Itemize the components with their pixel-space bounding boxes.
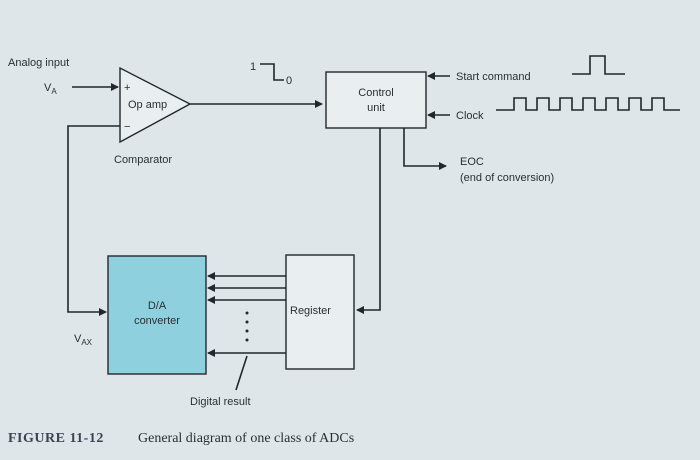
va-label: VA <box>44 82 57 96</box>
figure-caption: General diagram of one class of ADCs <box>138 431 354 446</box>
analog-input-label: Analog input <box>8 57 69 69</box>
control-to-register-wire <box>356 128 381 314</box>
eoc-description: (end of conversion) <box>460 172 554 184</box>
control-unit-box <box>325 71 427 129</box>
digital-result-label: Digital result <box>190 396 251 408</box>
vax-label: VAX <box>74 333 93 347</box>
feedback-wire <box>67 125 120 316</box>
logic-zero-label: 0 <box>286 75 292 87</box>
dac-label-line1: D/A <box>148 300 167 312</box>
register-label: Register <box>290 305 331 317</box>
bus-ellipsis-dots <box>245 311 249 342</box>
minus-sign: − <box>124 121 130 133</box>
digital-result-pointer <box>235 355 248 391</box>
start-command-label: Start command <box>456 71 531 83</box>
logic-one-label: 1 <box>250 61 256 73</box>
control-unit-label-line1: Control <box>358 87 393 99</box>
op-amp-label: Op amp <box>128 99 167 111</box>
control-unit-label-line2: unit <box>367 102 385 114</box>
comparator-label: Comparator <box>114 154 172 166</box>
dac-box <box>107 255 207 375</box>
clock-waveform-icon <box>496 97 680 111</box>
figure-number: FIGURE 11-12 <box>8 431 104 446</box>
clock-label: Clock <box>456 110 484 122</box>
register-box <box>285 254 355 370</box>
eoc-wire <box>403 128 447 170</box>
eoc-label: EOC <box>460 156 484 168</box>
logic-level-symbol-icon <box>260 63 284 81</box>
op-amp-triangle <box>119 66 192 144</box>
plus-sign: + <box>124 82 130 94</box>
dac-label-line2: converter <box>134 315 180 327</box>
start-pulse-icon <box>572 55 625 75</box>
